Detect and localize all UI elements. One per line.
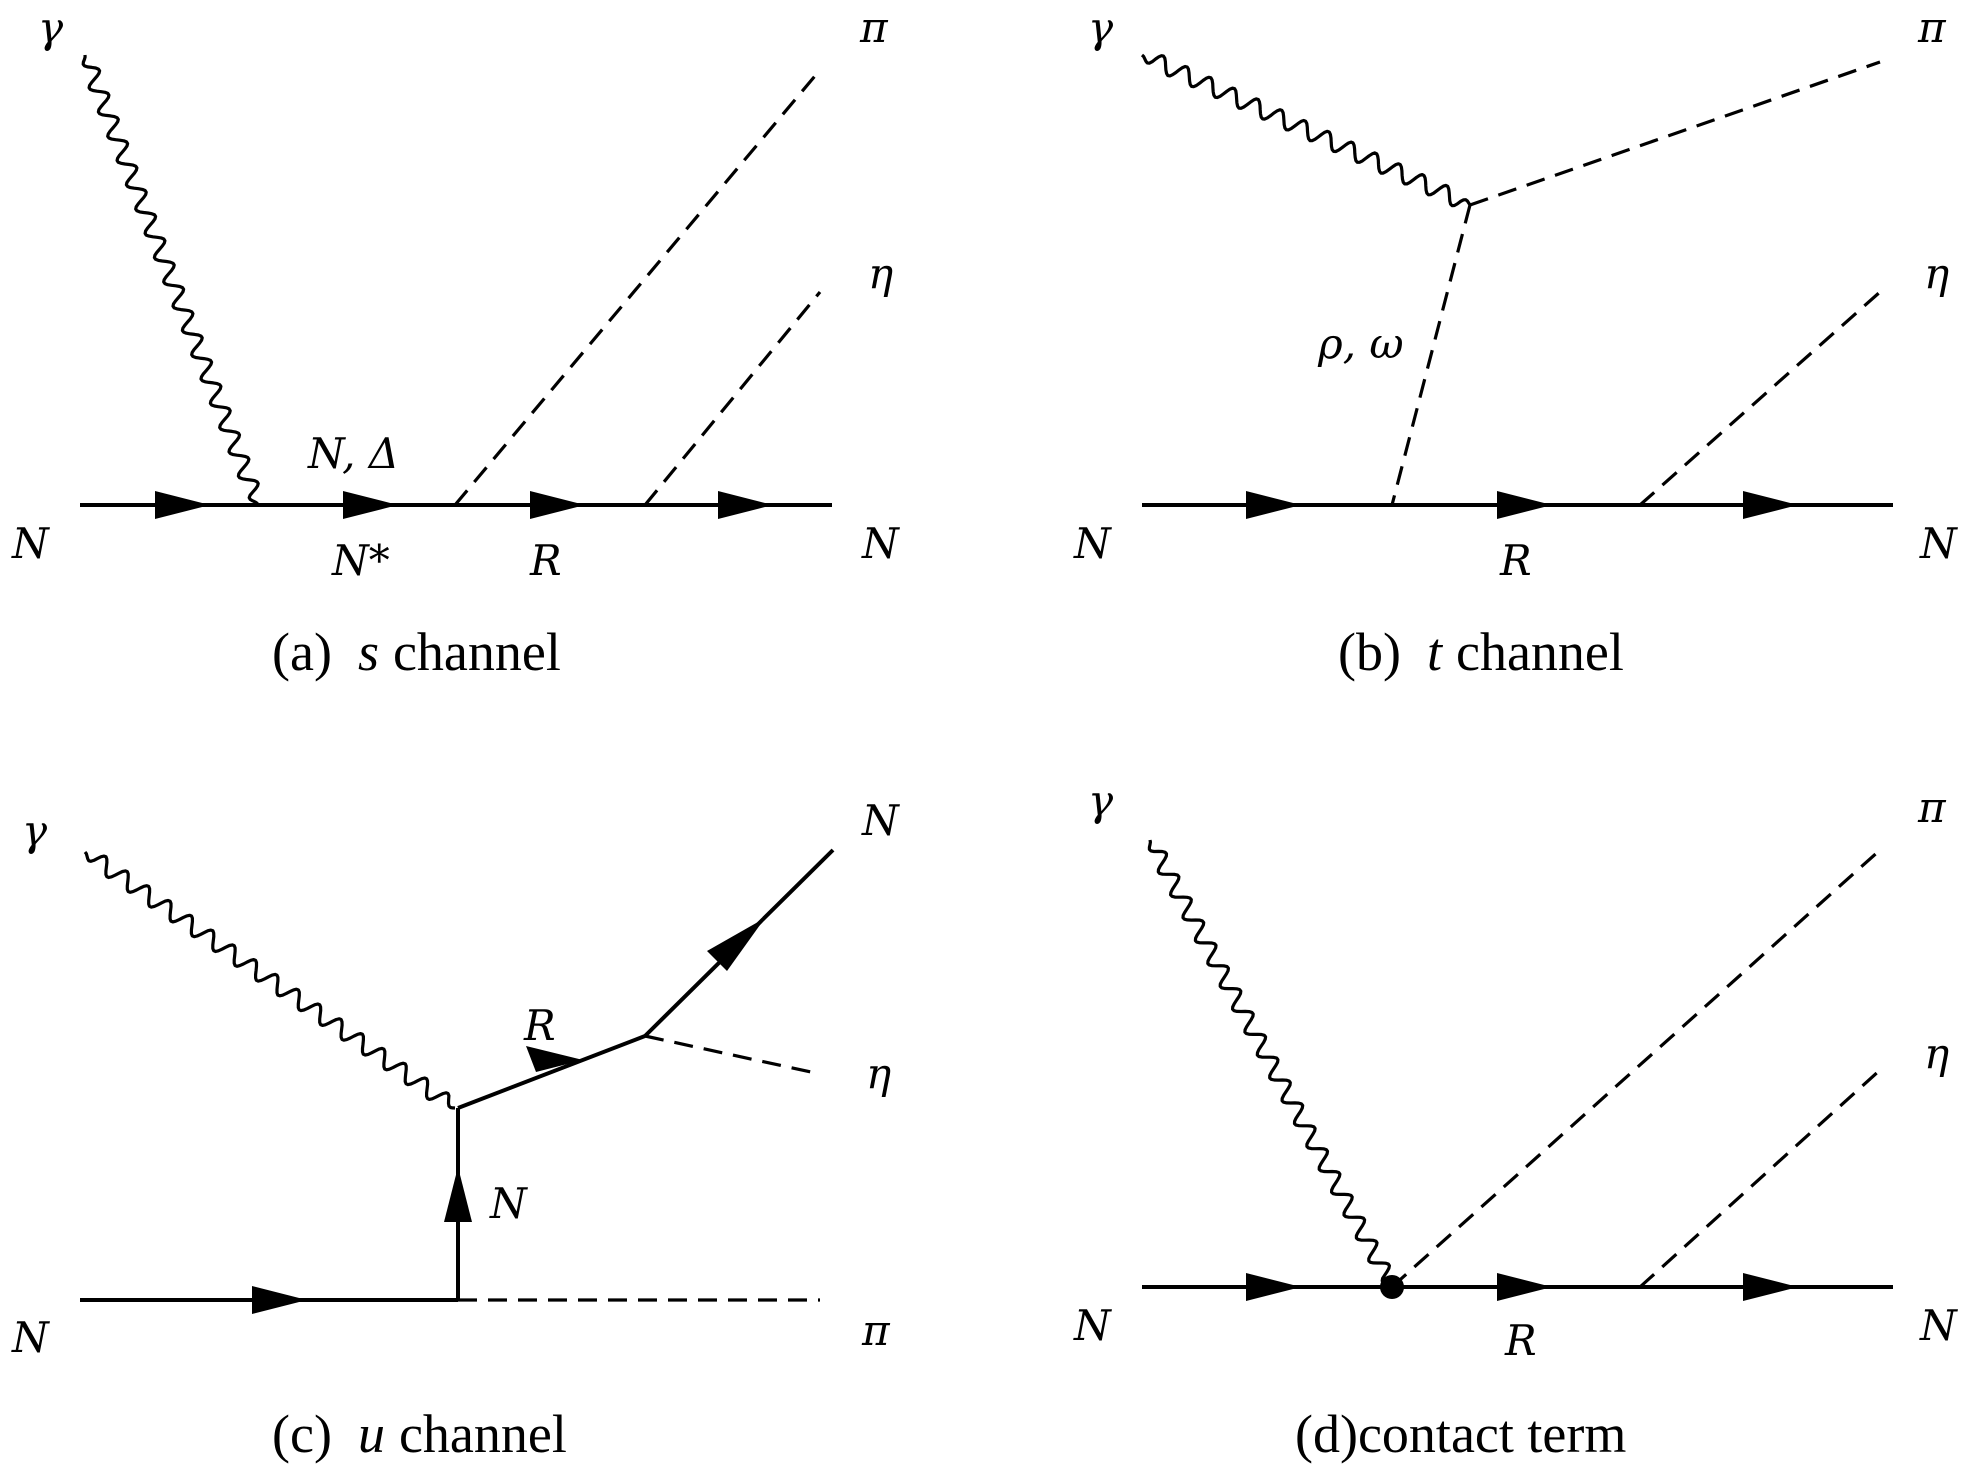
arrow-marker xyxy=(343,491,398,519)
arrow-marker xyxy=(1497,1273,1552,1301)
photon-label: γ xyxy=(1088,776,1114,825)
resonance-label: R xyxy=(1499,536,1532,585)
pion-line xyxy=(1390,848,1882,1289)
pion-label: π xyxy=(859,3,889,52)
eta-line xyxy=(644,1034,821,1076)
nucleon-out-label: N xyxy=(861,796,900,845)
arrow-marker xyxy=(526,1046,583,1072)
arrow-marker xyxy=(1743,1273,1798,1301)
eta-label: η xyxy=(868,249,893,298)
pion-label: π xyxy=(1917,783,1947,832)
intermediate-top-label: N, Δ xyxy=(307,429,399,478)
arrow-marker xyxy=(252,1286,307,1314)
eta-line xyxy=(1638,1068,1882,1289)
exchange-line xyxy=(1390,204,1472,506)
eta-label: η xyxy=(1924,1029,1949,1078)
arrow-marker xyxy=(707,918,765,971)
nucleon-out-label: N xyxy=(1919,519,1958,568)
nucleon-in-label: N xyxy=(1073,1301,1112,1350)
arrow-marker xyxy=(1246,1273,1301,1301)
resonance-label: R xyxy=(523,1001,556,1050)
arrow-marker xyxy=(155,491,210,519)
arrow-marker xyxy=(444,1167,472,1222)
contact-vertex-dot xyxy=(1380,1275,1404,1299)
photon-line xyxy=(83,850,456,1110)
pion-line xyxy=(1469,60,1881,207)
eta-label: η xyxy=(1924,249,1949,298)
resonance-line xyxy=(457,1034,646,1110)
intermediate-bottom-label: N* xyxy=(331,536,390,585)
exchange-label: ρ, ω xyxy=(1317,319,1404,368)
pion-label: π xyxy=(861,1306,891,1355)
eta-line xyxy=(643,290,822,507)
arrow-marker xyxy=(1743,491,1798,519)
eta-line xyxy=(1638,290,1882,507)
nucleon-in-label: N xyxy=(1073,519,1112,568)
arrow-marker xyxy=(1497,491,1552,519)
eta-label: η xyxy=(866,1049,891,1098)
photon-label: γ xyxy=(1088,3,1114,52)
photon-line xyxy=(1147,839,1394,1288)
resonance-label: R xyxy=(529,536,562,585)
exchange-label: N xyxy=(489,1179,528,1228)
photon-line xyxy=(81,54,260,506)
nucleon-in-label: N xyxy=(11,519,50,568)
photon-line xyxy=(1140,53,1472,208)
resonance-label: R xyxy=(1504,1316,1537,1365)
arrow-marker xyxy=(530,491,585,519)
panel-d-caption: (d)contact term xyxy=(1295,1404,1626,1464)
nucleon-out-label: N xyxy=(1919,1301,1958,1350)
photon-label: γ xyxy=(22,806,48,855)
pion-label: π xyxy=(1917,3,1947,52)
panel-d-contact-term: γ π η N N R (d)contact term xyxy=(1073,776,1958,1464)
photon-label: γ xyxy=(38,3,64,52)
nucleon-out-label: N xyxy=(861,519,900,568)
pion-line xyxy=(453,68,822,507)
arrow-marker xyxy=(718,491,773,519)
arrow-marker xyxy=(1246,491,1301,519)
nucleon-in-label: N xyxy=(11,1313,50,1362)
